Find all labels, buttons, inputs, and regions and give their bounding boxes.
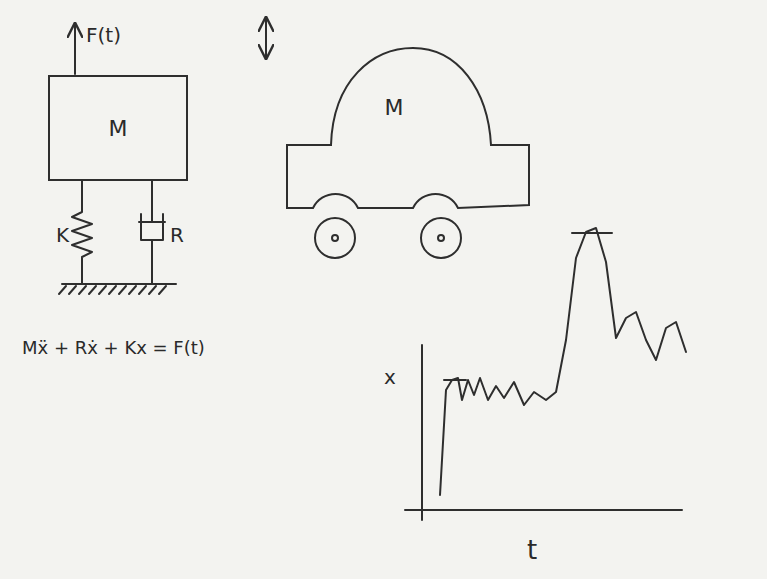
equation: Mẍ + Rẋ + Kx = F(t) xyxy=(22,338,205,358)
force-arrow xyxy=(74,24,76,74)
spring-label: K xyxy=(56,224,69,246)
force-label: F(t) xyxy=(86,24,121,46)
spring-symbol xyxy=(72,181,92,283)
peak-marks xyxy=(444,233,612,380)
hatch-stroke xyxy=(59,286,66,294)
hatch-stroke xyxy=(79,286,86,294)
hatch-stroke xyxy=(99,286,106,294)
hatch-stroke xyxy=(69,286,76,294)
hatch-stroke xyxy=(149,286,156,294)
axis-label: t xyxy=(527,536,537,565)
mass-box: M xyxy=(48,75,188,181)
hatch-stroke xyxy=(159,286,166,294)
response-curve xyxy=(440,228,686,495)
hatch-stroke xyxy=(129,286,136,294)
axis-label: x xyxy=(384,366,396,388)
graph-axes xyxy=(405,345,682,520)
motion-arrow xyxy=(265,18,267,58)
hatch-stroke xyxy=(89,286,96,294)
hatch-stroke xyxy=(109,286,116,294)
ground-symbol xyxy=(59,284,176,294)
mass-label: M xyxy=(109,116,128,141)
damper-label: R xyxy=(170,224,184,246)
car-body: M xyxy=(283,40,535,266)
car-outline xyxy=(283,40,535,266)
hatch-stroke xyxy=(139,286,146,294)
hatch-stroke xyxy=(119,286,126,294)
damper-symbol xyxy=(139,181,165,283)
mass-label: M xyxy=(253,95,535,120)
